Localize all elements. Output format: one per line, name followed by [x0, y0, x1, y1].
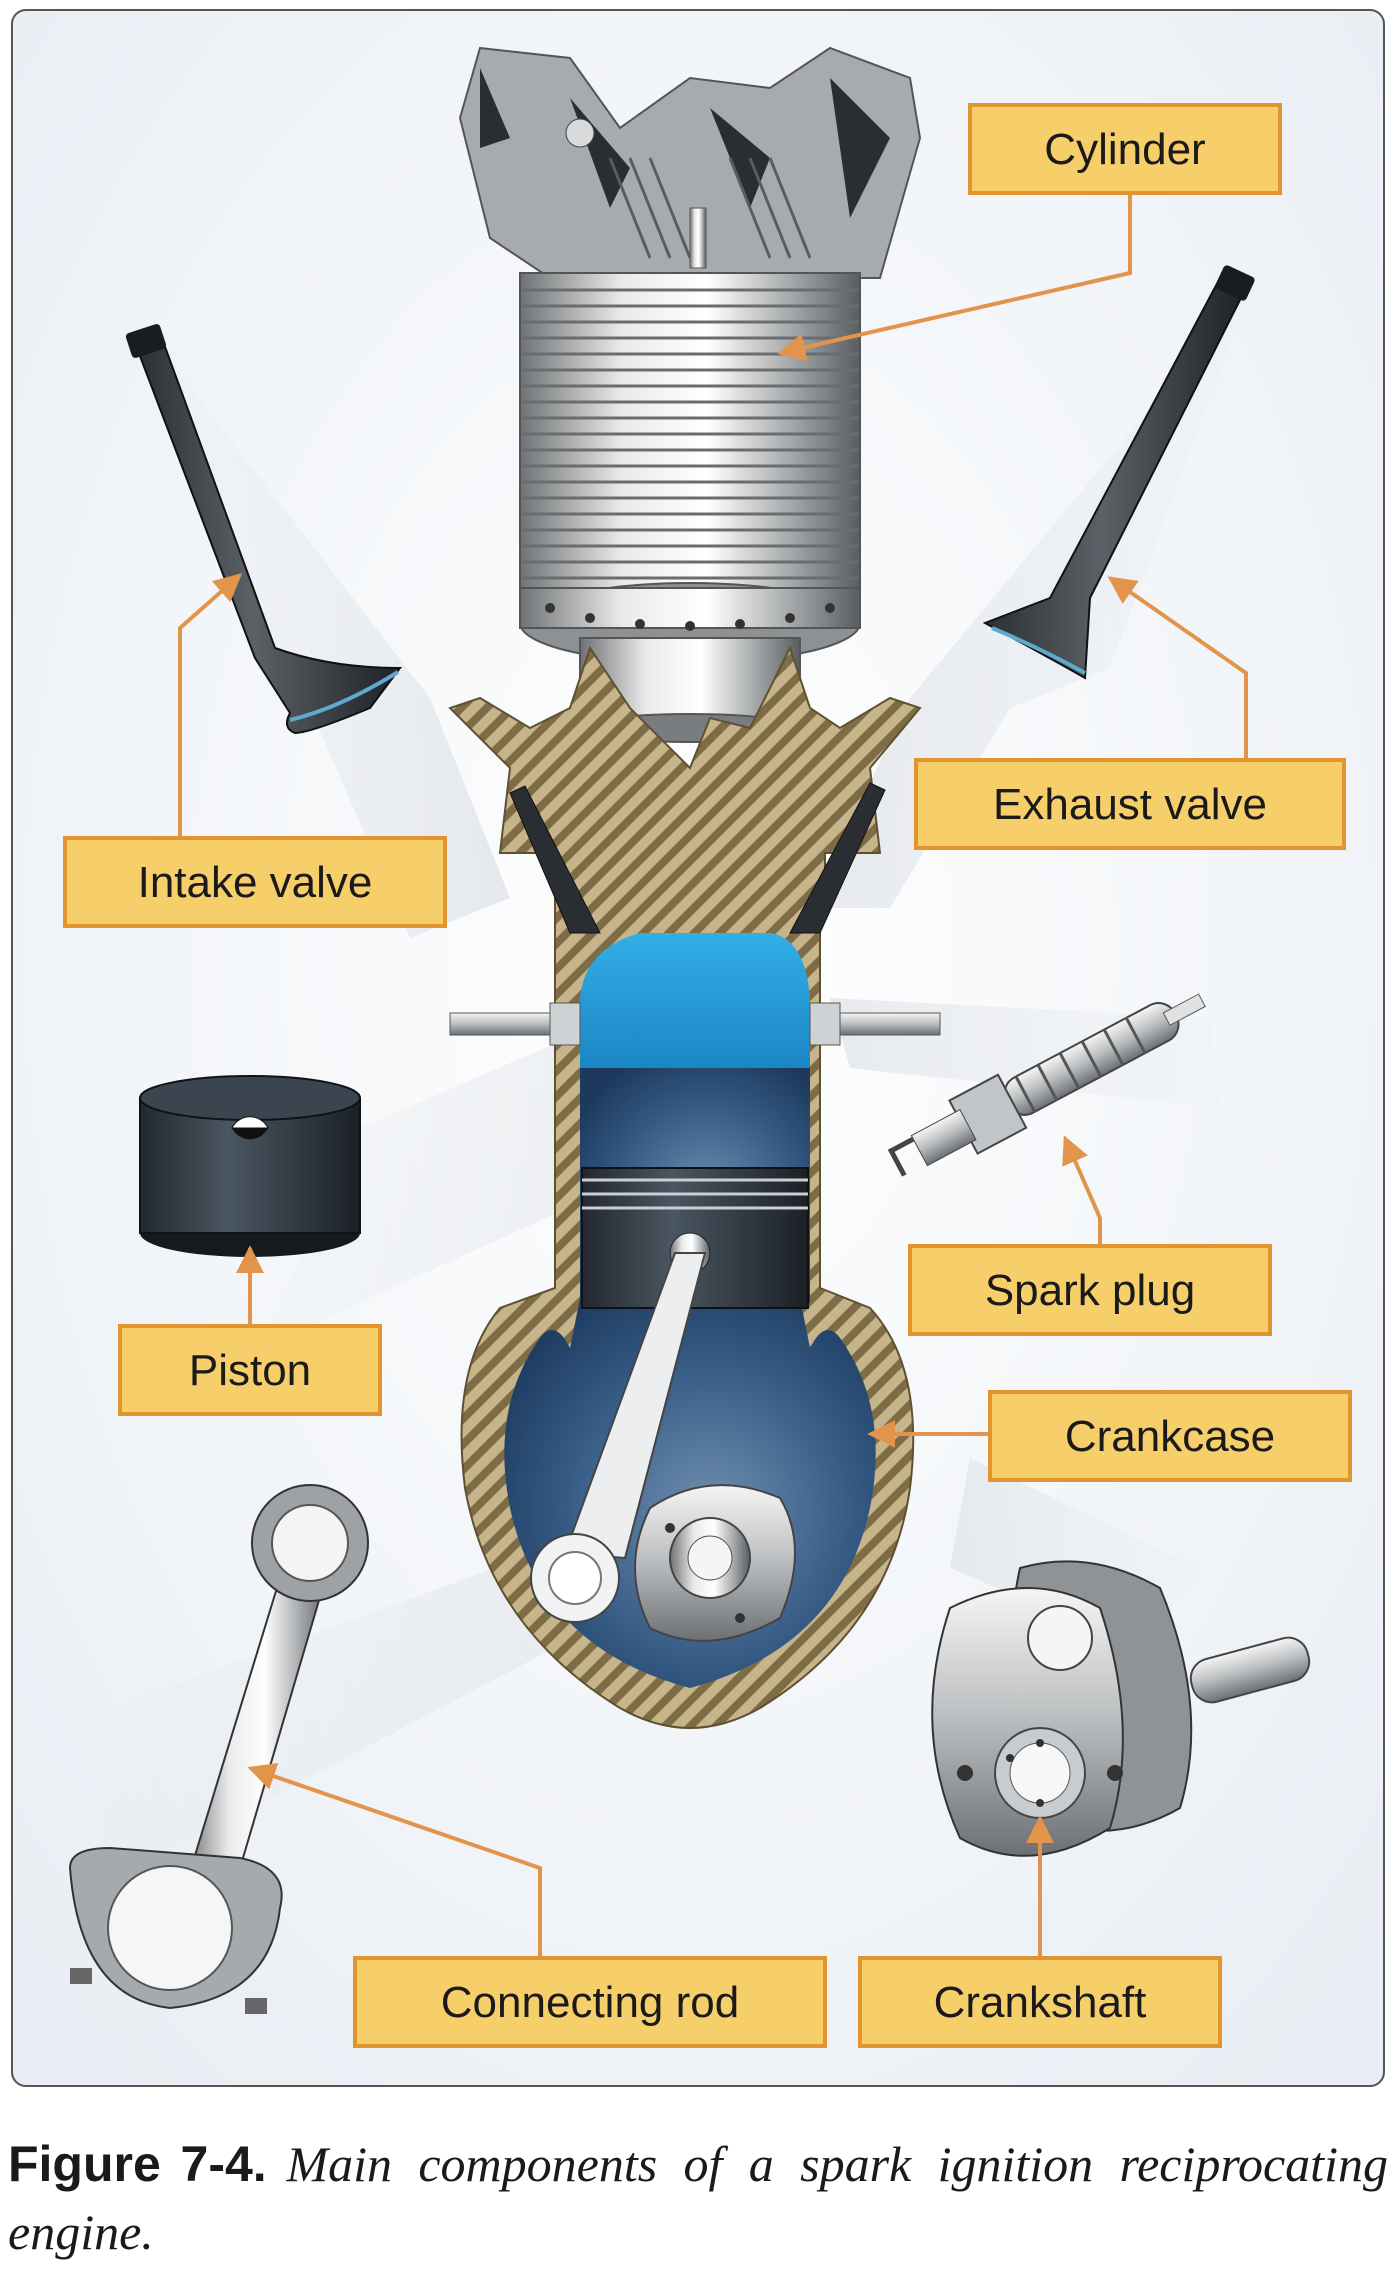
spark-plug-cutaway-right	[809, 1002, 941, 1046]
leader-cylinder	[777, 193, 1132, 362]
svg-text:Cylinder: Cylinder	[1044, 125, 1205, 174]
figure-caption-text: Main components of a spark ignition reci…	[8, 2136, 1388, 2260]
svg-text:Crankcase: Crankcase	[1065, 1412, 1275, 1461]
figure-number: Figure 7-4.	[8, 2136, 267, 2192]
crankshaft-illustration	[931, 1560, 1311, 1857]
leader-exhaust-valve	[1107, 576, 1248, 760]
exhaust-valve-illustration	[982, 265, 1255, 680]
leader-intake-valve	[178, 573, 243, 838]
svg-text:Exhaust valve: Exhaust valve	[993, 780, 1267, 829]
label-piston: Piston	[118, 1324, 382, 1416]
cylinder-illustration	[458, 46, 922, 743]
piston-illustration	[139, 1075, 361, 1257]
label-crankcase: Crankcase	[988, 1390, 1352, 1482]
spark-plug-illustration	[887, 993, 1206, 1177]
label-spark-plug: Spark plug	[908, 1244, 1272, 1336]
svg-text:Connecting rod: Connecting rod	[441, 1978, 739, 2027]
engine-cutaway	[448, 645, 941, 1729]
leader-lines	[178, 193, 1248, 1958]
svg-text:Intake valve: Intake valve	[138, 858, 373, 907]
spark-plug-cutaway-left	[449, 1002, 581, 1046]
combustion-chamber	[580, 933, 810, 1068]
figure-caption: Figure 7-4. Main components of a spark i…	[8, 2130, 1388, 2266]
leader-spark-plug	[1062, 1135, 1102, 1246]
leader-connecting-rod	[247, 1762, 542, 1958]
label-intake-valve: Intake valve	[63, 836, 447, 928]
label-crankshaft: Crankshaft	[858, 1956, 1222, 2048]
svg-text:Spark plug: Spark plug	[985, 1266, 1195, 1315]
intake-valve-illustration	[125, 324, 402, 735]
svg-text:Piston: Piston	[189, 1346, 311, 1395]
svg-text:Crankshaft: Crankshaft	[934, 1978, 1147, 2027]
label-cylinder: Cylinder	[968, 103, 1282, 195]
label-connecting-rod: Connecting rod	[353, 1956, 827, 2048]
connecting-rod-illustration	[68, 1484, 369, 2014]
engine-components-figure: Cylinder Exhaust valve Intake valve Spar…	[10, 8, 1386, 2088]
label-exhaust-valve: Exhaust valve	[914, 758, 1346, 850]
